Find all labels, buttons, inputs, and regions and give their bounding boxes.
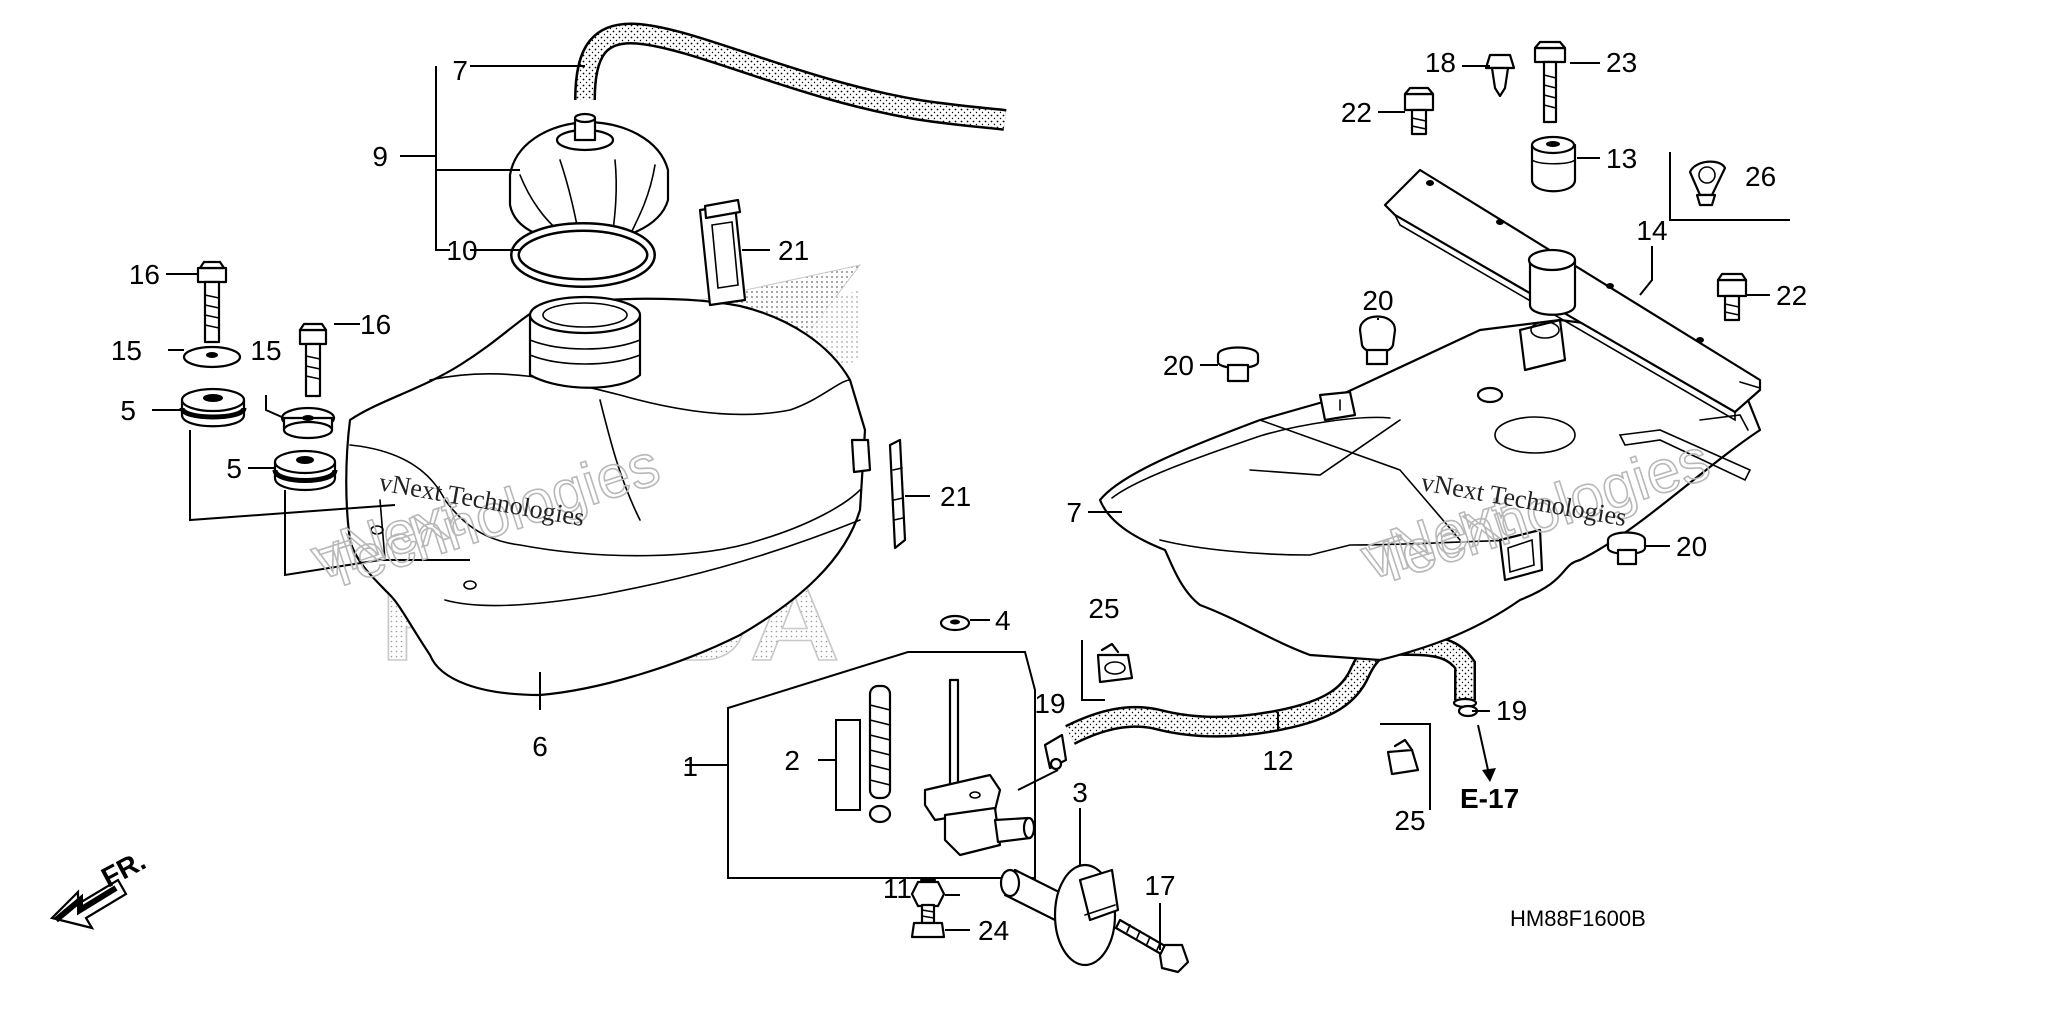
grommet-leader-left xyxy=(189,430,396,522)
callout-11: 11 xyxy=(883,873,912,904)
rubber-strap-side xyxy=(888,438,907,550)
valve-lever xyxy=(999,863,1120,967)
fuel-tube xyxy=(1065,633,1478,745)
reference-e17: E-17 xyxy=(1460,783,1519,814)
cap-20-center xyxy=(1358,315,1397,366)
grommet-left xyxy=(179,387,247,428)
callout-20-right: 20 xyxy=(1676,531,1707,562)
callout-7: 7 xyxy=(1066,497,1082,528)
washer-left xyxy=(182,345,242,369)
valve-assy-box xyxy=(727,651,1036,879)
callout-21-side: 21 xyxy=(940,481,971,512)
fuel-tank xyxy=(345,295,872,697)
callout-17: 17 xyxy=(1144,870,1175,901)
e17-arrow-head xyxy=(1482,768,1496,782)
bolt-22-upper xyxy=(1403,86,1435,136)
grommet-leader-center xyxy=(284,490,470,577)
callout-16-left: 16 xyxy=(129,259,160,290)
cap-gasket xyxy=(510,222,656,288)
callout-14: 14 xyxy=(1636,215,1667,246)
callout-25-lower: 25 xyxy=(1394,805,1425,836)
callout-4: 4 xyxy=(995,605,1011,636)
clamp-lower xyxy=(1386,738,1420,776)
rubber-strap-upper xyxy=(698,198,747,307)
callout-21-upper: 21 xyxy=(778,235,809,266)
e17-arrow-line xyxy=(1477,724,1489,771)
callout-9: 9 xyxy=(372,141,388,172)
cap-20-right xyxy=(1606,531,1647,566)
washer-center xyxy=(280,406,336,440)
bolt-22-right xyxy=(1716,272,1748,322)
washer-4 xyxy=(939,614,971,632)
hose-clip-left xyxy=(1043,733,1068,771)
mount-bolt-center xyxy=(298,322,328,398)
callout-5-left: 5 xyxy=(120,395,136,426)
callout-1: 1 xyxy=(682,751,698,782)
push-clip-18 xyxy=(1484,53,1516,98)
callout-20-left: 20 xyxy=(1163,350,1194,381)
callout-5-center: 5 xyxy=(226,453,242,484)
under-tray xyxy=(1098,318,1762,662)
callout-20-center: 20 xyxy=(1362,285,1393,316)
front-marker: FR. xyxy=(96,845,150,894)
callout-15-center: 15 xyxy=(250,335,281,366)
clip-26-bracket xyxy=(1669,152,1790,221)
nut-11 xyxy=(910,877,946,908)
tray-bracket xyxy=(1383,168,1762,422)
cap-20-left xyxy=(1216,346,1260,383)
valve-screw xyxy=(1114,918,1190,974)
callout-22-upper: 22 xyxy=(1341,97,1372,128)
front-arrow: FR. xyxy=(49,845,151,930)
clamp-upper-bracket xyxy=(1081,640,1105,701)
breather-tube xyxy=(574,22,1007,131)
callout-13: 13 xyxy=(1606,143,1637,174)
diagram-code: HM88F1600B xyxy=(1510,906,1646,931)
callout-10: 10 xyxy=(446,235,477,266)
callout-12: 12 xyxy=(1262,745,1293,776)
callout-18: 18 xyxy=(1425,47,1456,78)
grommet-13 xyxy=(1530,135,1577,193)
grommet-center xyxy=(272,449,338,492)
callout-3: 3 xyxy=(1072,777,1088,808)
part-callouts: 7 9 10 21 16 16 15 15 5 5 6 7 21 4 1 2 3… xyxy=(111,47,1807,946)
clamp-upper xyxy=(1096,642,1134,684)
clamp-lower-bracket xyxy=(1380,723,1431,810)
callout-19-right: 19 xyxy=(1496,695,1527,726)
clip-26 xyxy=(1688,160,1727,207)
callout-15-left: 15 xyxy=(111,335,142,366)
fuel-cap xyxy=(508,112,670,244)
fuel-valve xyxy=(923,678,1036,857)
callout-2: 2 xyxy=(784,745,800,776)
callout-8: 7 xyxy=(452,55,468,86)
callout-23: 23 xyxy=(1606,47,1637,78)
mount-bolt-left xyxy=(196,260,228,344)
bolt-24 xyxy=(910,903,946,939)
callout-24: 24 xyxy=(978,915,1009,946)
tube-leader xyxy=(1017,769,1059,791)
callout-26: 26 xyxy=(1745,161,1776,192)
callout-25-upper: 25 xyxy=(1088,593,1119,624)
fuel-strainer xyxy=(868,684,892,824)
callout-16-center: 16 xyxy=(360,309,391,340)
leader-lines xyxy=(152,62,1770,950)
callout-19-left: 19 xyxy=(1034,688,1065,719)
callout-6: 6 xyxy=(532,731,548,762)
callout-22-right: 22 xyxy=(1776,280,1807,311)
bolt-23 xyxy=(1533,40,1567,124)
